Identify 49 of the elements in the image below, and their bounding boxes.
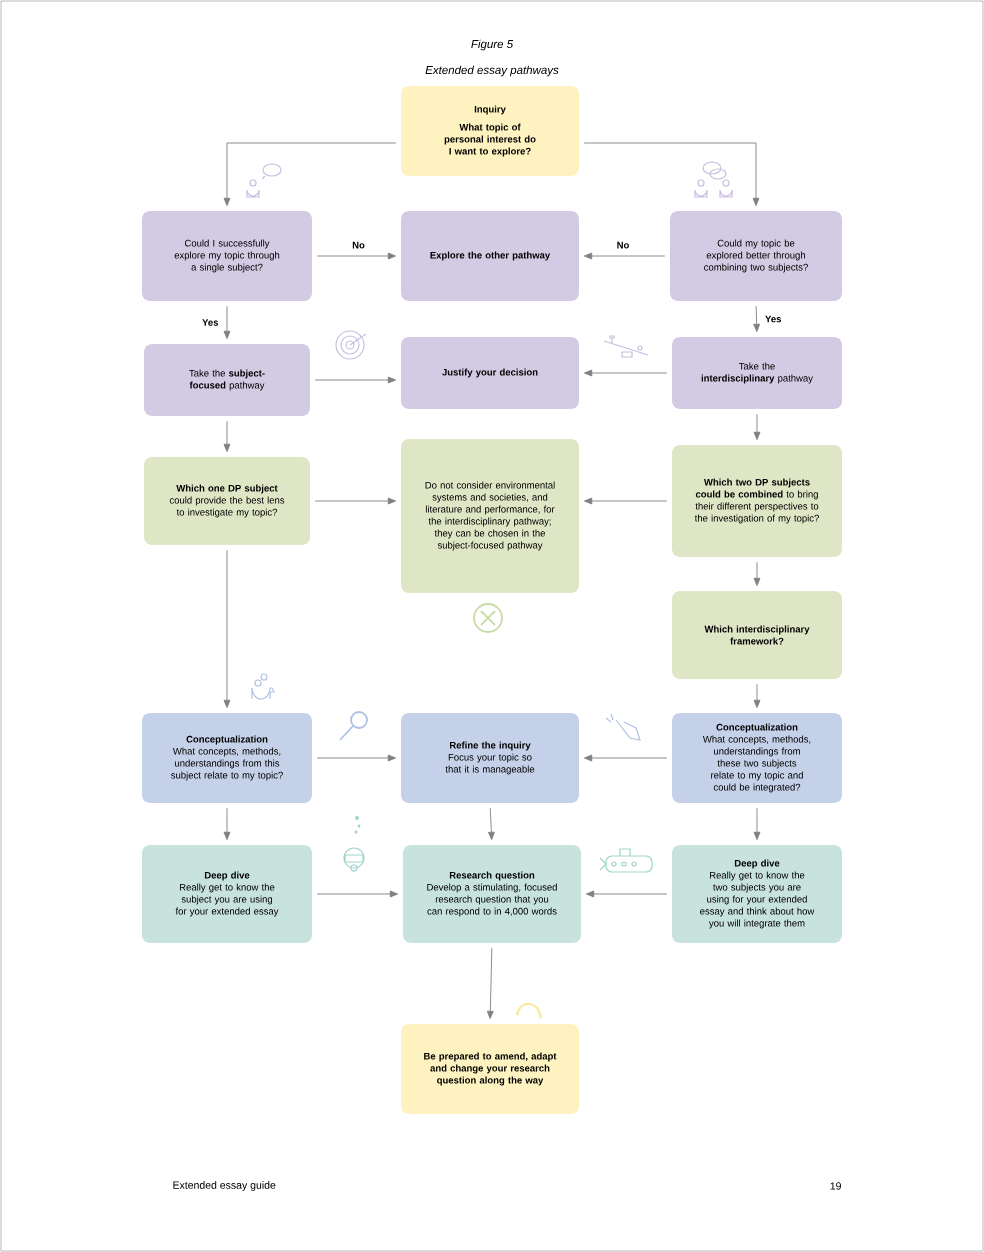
arrow [753, 807, 761, 841]
edge-label: No [352, 241, 365, 249]
arrow [486, 947, 494, 1020]
process-box: Conceptualization What concepts, methods, understandings from this subject relate to my topic? [142, 713, 312, 803]
process-box: Explore the other pathway [401, 211, 579, 301]
process-box: Deep dive Really get to know the two subjects you are using for your extended essay and think about how you will integrate them [672, 845, 842, 943]
arrow [316, 890, 398, 898]
arrow [584, 369, 668, 377]
page-number: 19 [830, 1182, 841, 1190]
process-box: Deep dive Really get to know the subject you are using for your extended essay [142, 845, 312, 943]
arrow [753, 561, 761, 586]
arrow [223, 549, 231, 709]
process-box: Do not consider environmental systems and societies, and literature and performance, for the interdisciplinary pathway; they can be chosen in the subject-focused pathway [401, 439, 579, 593]
process-box: Which two DP subjects could be combined to bring their different perspectives to the investigation of my topic? [672, 445, 842, 557]
process-box: Could I successfully explore my topic through a single subject? [142, 211, 312, 301]
process-box: Justify your decision [401, 337, 579, 409]
arrow [583, 142, 760, 206]
arrow [584, 754, 668, 762]
edge-label: Yes [765, 315, 781, 323]
edge-label: No [617, 241, 629, 249]
arrow [223, 807, 231, 841]
process-box: Be prepared to amend, adapt and change your research question along the way [401, 1024, 579, 1114]
arrow [586, 890, 668, 898]
process-box: Refine the inquiry Focus your topic so that it is manageable [401, 713, 579, 803]
arrow [316, 252, 396, 260]
process-box: Conceptualization What concepts, methods, understandings from these two subjects relate to my topic and could be integrated? [672, 713, 842, 803]
arrow [316, 754, 396, 762]
arrow [223, 142, 397, 206]
arrow [223, 305, 231, 339]
process-box: Could my topic be explored better through combining two subjects? [670, 211, 842, 301]
arrow [488, 807, 495, 841]
figure-title: Figure 5 [471, 39, 514, 51]
process-box: Which one DP subject could provide the best lens to investigate my topic? [144, 457, 310, 545]
process-box: Which interdisciplinary framework? [672, 591, 842, 679]
arrow [584, 497, 668, 505]
arrow [223, 420, 231, 452]
process-box: Take the subject-focused pathway [144, 344, 310, 416]
arrow [584, 252, 666, 260]
process-box: Research question Develop a stimulating, focused research question that you can respond to in 4,000 words [403, 845, 581, 943]
process-box: Inquiry What topic of personal interest do I want to explore? [401, 86, 579, 176]
edge-label: Yes [202, 319, 219, 326]
arrow [753, 413, 761, 440]
arrow [753, 305, 761, 332]
figure-caption: Extended essay pathways [425, 65, 559, 77]
arrow [314, 376, 396, 384]
process-box: Take the interdisciplinary pathway [672, 337, 842, 409]
arrow [753, 683, 761, 709]
arrow [314, 497, 396, 505]
footer-text: Extended essay guide [173, 1181, 276, 1191]
